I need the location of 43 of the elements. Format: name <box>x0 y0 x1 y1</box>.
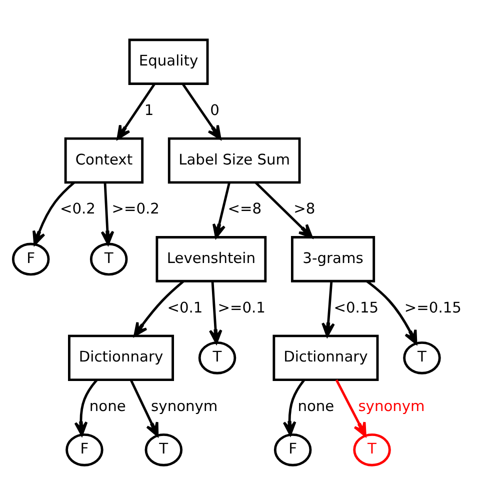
arrow <box>254 181 313 238</box>
node-ellipse: F <box>12 242 50 276</box>
arrow <box>74 378 98 436</box>
arrow <box>208 280 222 344</box>
edge-label: >=0.15 <box>404 298 462 316</box>
node-ellipse: T <box>353 432 391 466</box>
arrow <box>32 181 75 245</box>
edge-label: 0 <box>210 101 220 118</box>
node-ellipse: F <box>66 432 104 466</box>
arrow <box>100 182 114 245</box>
edge-label: >=0.1 <box>218 298 266 316</box>
edge-label: <0.15 <box>334 298 379 316</box>
node-ellipse: T <box>403 340 441 374</box>
edge-label: >8 <box>294 200 316 218</box>
node-box: Levenshtein <box>156 236 267 282</box>
node-box: Context <box>64 136 144 184</box>
arrow <box>134 280 184 336</box>
node-box: 3-grams <box>290 236 376 282</box>
node-box: Equality <box>128 38 209 84</box>
edge-label: >=0.2 <box>112 200 160 218</box>
edge-label: <0.1 <box>167 298 203 316</box>
node-box: Dictionnary <box>272 334 379 381</box>
edge-label: <=8 <box>228 200 262 218</box>
edge-label: synonym <box>358 398 425 415</box>
node-ellipse: T <box>144 432 183 466</box>
arrow <box>282 378 306 436</box>
edge-label: none <box>89 398 126 415</box>
node-box: Label Size Sum <box>168 136 301 184</box>
arrow <box>130 378 159 436</box>
edge-label: 1 <box>144 101 154 118</box>
arrow <box>366 280 418 344</box>
edge-label: synonym <box>151 398 218 415</box>
edge-label: none <box>298 398 334 415</box>
arrow <box>335 378 366 436</box>
node-ellipse: F <box>274 432 312 466</box>
arrow <box>116 82 156 140</box>
arrow <box>322 280 335 337</box>
arrow <box>212 182 230 238</box>
node-ellipse: T <box>198 340 236 374</box>
node-box: Dictionnary <box>68 334 174 381</box>
node-ellipse: T <box>90 242 128 276</box>
edge-label: <0.2 <box>60 200 96 218</box>
arrow <box>182 82 222 140</box>
